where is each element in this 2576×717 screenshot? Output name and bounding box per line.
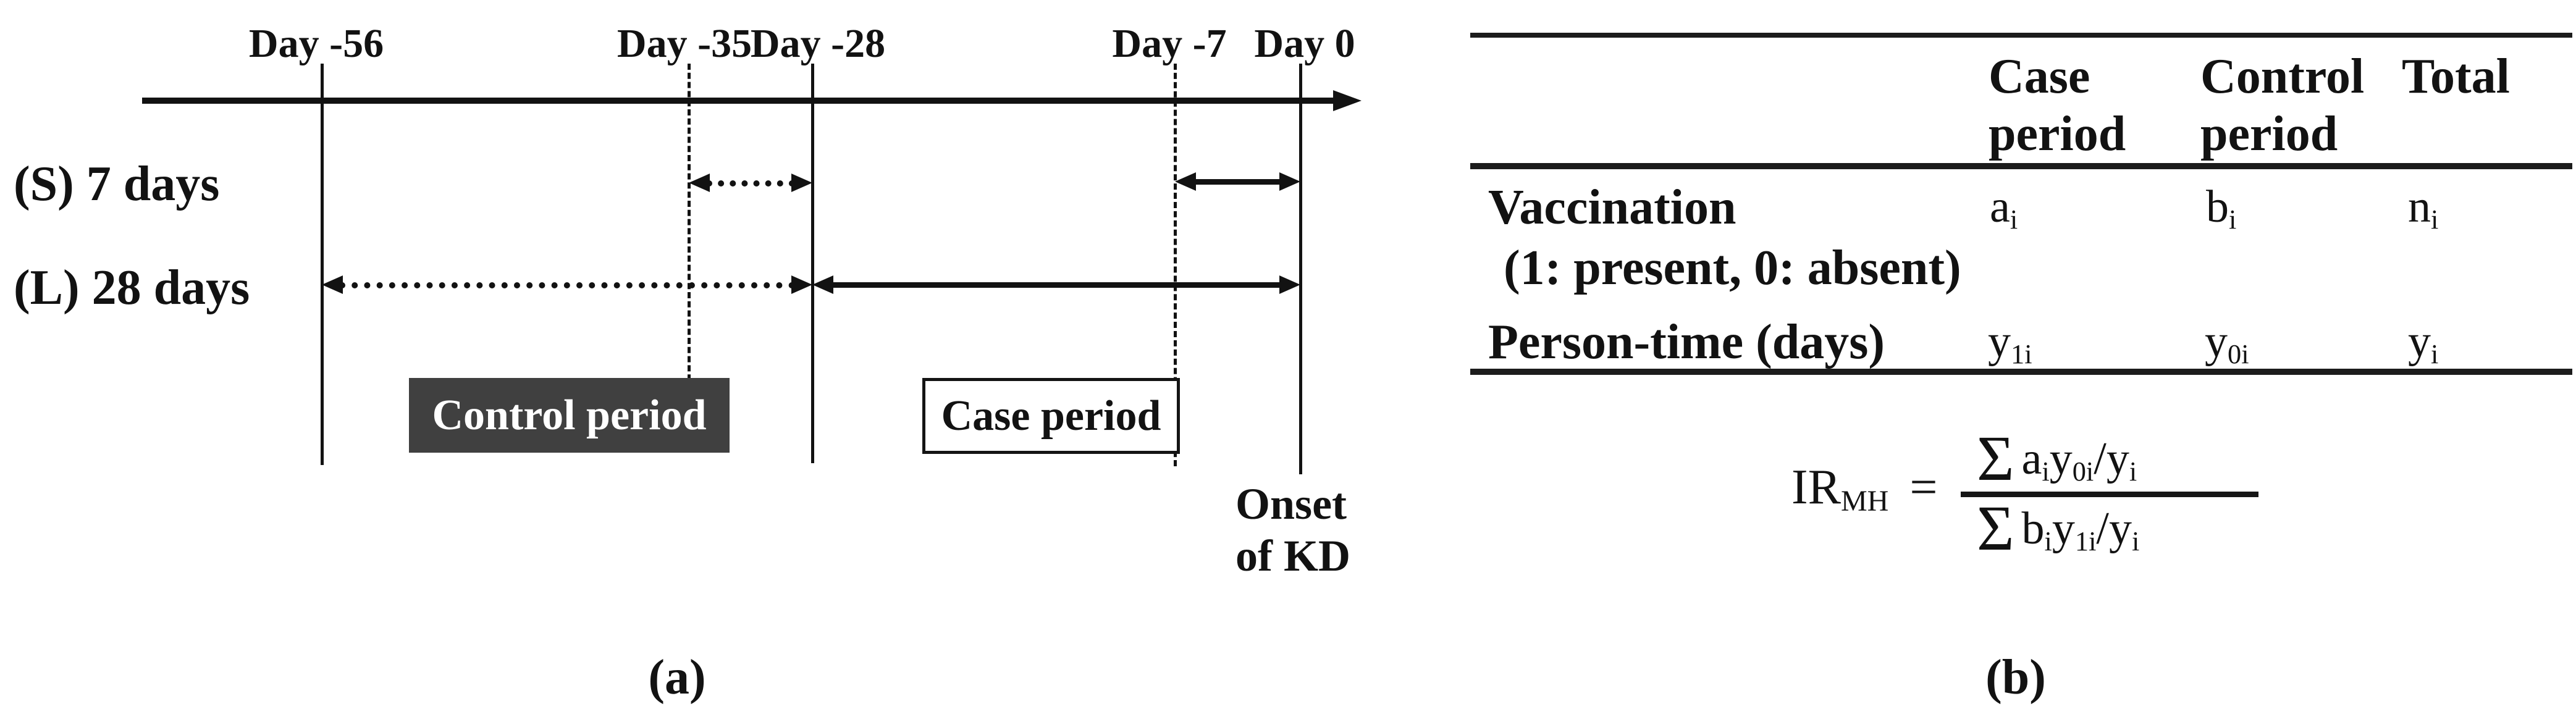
solid-shaft bbox=[1192, 179, 1283, 185]
arrowhead-right-icon bbox=[1279, 172, 1300, 191]
tick-line-day-minus-35 bbox=[688, 64, 691, 390]
formula-lhs: IRMH = bbox=[1791, 460, 1938, 516]
formula-fraction: Σ aiy0i/yi Σ biy1i/yi bbox=[1961, 426, 2258, 564]
onset-line-1: Onset bbox=[1235, 479, 1347, 529]
numerator-terms: aiy0i/yi bbox=[2021, 433, 2137, 487]
value-subscript: i bbox=[2431, 204, 2439, 235]
equals-sign: = bbox=[1909, 460, 1938, 514]
cell-person-time-case: y1i bbox=[1988, 316, 2032, 370]
table-rule-header bbox=[1470, 163, 2572, 169]
header-case-line1: Case bbox=[1989, 49, 2090, 104]
control-period-label: Control period bbox=[432, 391, 707, 439]
onset-annotation: Onset of KD bbox=[1235, 478, 1350, 582]
header-control-line1: Control bbox=[2200, 49, 2365, 104]
header-case-line2: period bbox=[1989, 107, 2126, 161]
cell-person-time-control: y0i bbox=[2205, 316, 2249, 370]
column-header-total: Total bbox=[2402, 49, 2510, 104]
value-subscript: 1i bbox=[2011, 338, 2032, 370]
value-subscript: i bbox=[2229, 204, 2237, 235]
cell-vaccination-total: ni bbox=[2408, 182, 2439, 235]
header-control-line2: period bbox=[2200, 107, 2338, 161]
arrowhead-right-icon bbox=[1279, 275, 1300, 294]
cell-vaccination-case: ai bbox=[1990, 182, 2018, 235]
formula-mh-subscript: MH bbox=[1841, 485, 1889, 518]
formula-ir: IR bbox=[1791, 460, 1841, 514]
row-label-short-risk-window: (S) 7 days bbox=[14, 157, 220, 211]
sigma-icon: Σ bbox=[1977, 423, 2014, 494]
arrow-s-case-window bbox=[1175, 172, 1300, 191]
arrow-l-case-window bbox=[812, 275, 1300, 295]
time-axis-arrowhead-icon bbox=[1333, 90, 1362, 111]
value-subscript: i bbox=[2431, 338, 2439, 370]
cell-person-time-total: yi bbox=[2408, 316, 2439, 370]
day-label-minus-56: Day -56 bbox=[248, 21, 384, 66]
value-subscript: i bbox=[2010, 204, 2018, 235]
tick-line-day-minus-7 bbox=[1174, 64, 1177, 466]
denominator-terms: biy1i/yi bbox=[2021, 503, 2140, 556]
tick-line-day-minus-28 bbox=[811, 64, 814, 463]
day-label-minus-35: Day -35 bbox=[617, 21, 752, 66]
case-period-label: Case period bbox=[941, 392, 1161, 440]
sigma-icon: Σ bbox=[1977, 493, 2014, 564]
arrowhead-right-icon bbox=[791, 275, 812, 294]
arrowhead-right-icon bbox=[791, 174, 812, 192]
row-label-long-risk-window: (L) 28 days bbox=[14, 261, 250, 315]
day-label-minus-28: Day -28 bbox=[750, 21, 886, 66]
panel-b-caption: (b) bbox=[1985, 650, 2046, 705]
case-period-box: Case period bbox=[922, 378, 1180, 454]
onset-line-2: of KD bbox=[1235, 531, 1350, 581]
tick-line-day-0 bbox=[1299, 64, 1302, 474]
fraction-denominator: Σ biy1i/yi bbox=[1961, 493, 2258, 564]
value-subscript: 0i bbox=[2228, 338, 2249, 370]
day-label-minus-7: Day -7 bbox=[1112, 21, 1227, 66]
value-base: y bbox=[1988, 316, 2011, 367]
dotted-shaft bbox=[339, 282, 795, 288]
cell-vaccination-control: bi bbox=[2206, 182, 2237, 235]
value-base: y bbox=[2205, 316, 2228, 367]
arrow-l-control-window bbox=[322, 275, 812, 295]
row-label-person-time: Person-time (days) bbox=[1488, 315, 1885, 369]
fraction-numerator: Σ aiy0i/yi bbox=[1961, 426, 2258, 492]
panel-a-caption: (a) bbox=[648, 650, 706, 705]
day-label-0: Day 0 bbox=[1254, 21, 1355, 66]
row-label-vaccination: Vaccination bbox=[1488, 180, 1736, 235]
table-rule-bottom bbox=[1470, 369, 2572, 375]
arrow-s-control-window bbox=[689, 173, 812, 193]
column-header-control-period: Control period bbox=[2200, 48, 2364, 163]
tick-line-day-minus-56 bbox=[321, 64, 324, 465]
value-base: n bbox=[2408, 182, 2431, 232]
table-rule-top bbox=[1470, 33, 2572, 38]
dotted-shaft bbox=[706, 180, 795, 187]
value-base: b bbox=[2206, 182, 2229, 232]
row-label-vaccination-coding: (1: present, 0: absent) bbox=[1504, 241, 1961, 295]
time-axis-line bbox=[142, 98, 1336, 104]
control-period-box: Control period bbox=[409, 378, 730, 453]
solid-shaft bbox=[830, 282, 1283, 288]
value-base: a bbox=[1990, 182, 2010, 232]
fraction-bar bbox=[1961, 492, 2258, 497]
value-base: y bbox=[2408, 316, 2431, 367]
column-header-case-period: Case period bbox=[1989, 48, 2126, 163]
